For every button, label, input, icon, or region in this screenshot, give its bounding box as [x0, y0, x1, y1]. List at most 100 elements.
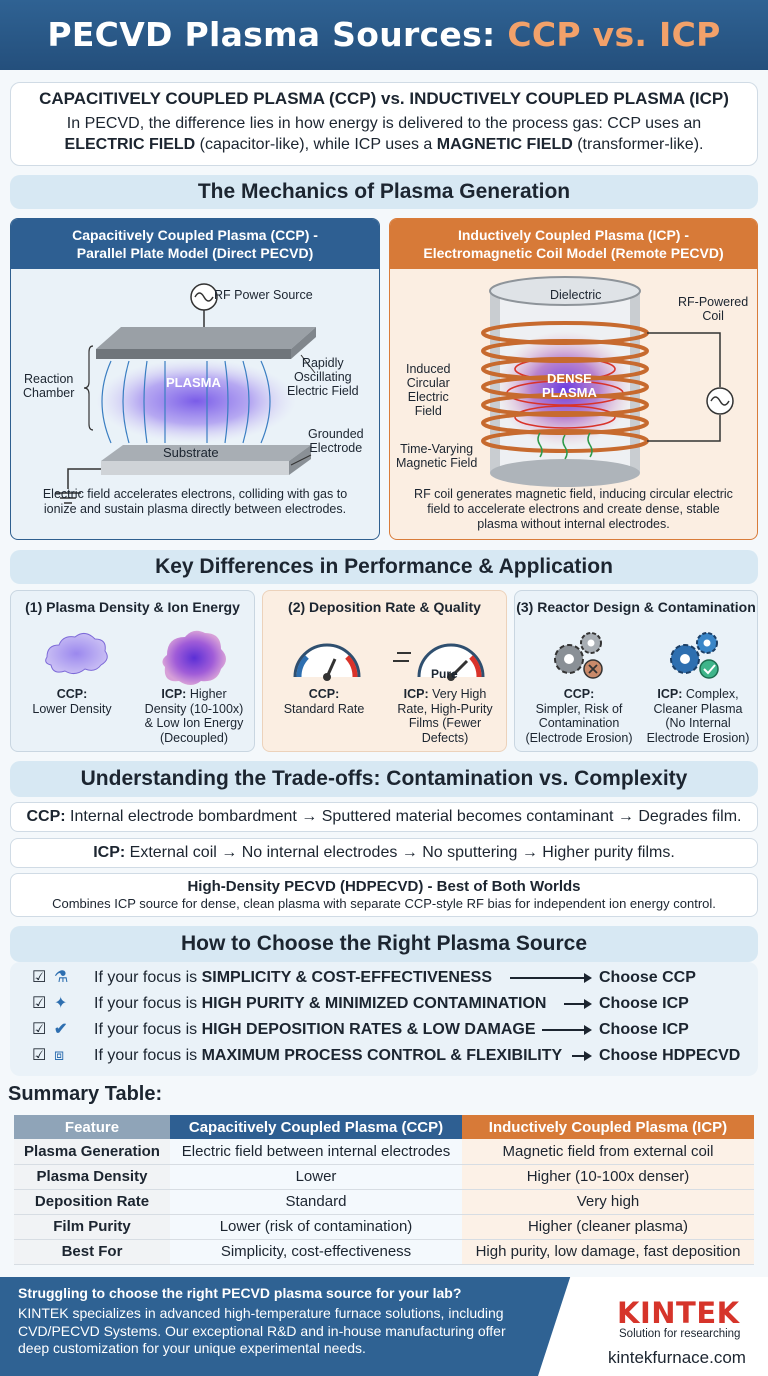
icp-desc-l2: field to accelerate electrons and create…: [427, 502, 720, 516]
coil-l1: RF-Powered: [678, 295, 749, 309]
magnetic-l1: Time-Varying: [400, 442, 474, 456]
footer-question: Struggling to choose the right PECVD pla…: [18, 1285, 462, 1301]
checkbox-icon: ☑: [32, 1021, 47, 1038]
choose-row: ☑ ⧈ If your focus is MAXIMUM PROCESS CON…: [32, 1044, 752, 1068]
table-cell: Magnetic field from external coil: [462, 1139, 754, 1165]
rate-icp-t2: Rate, High-Purity: [397, 701, 493, 716]
density-icp-t1: Higher: [186, 687, 227, 701]
design-ccp-t3: (Electrode Erosion): [525, 730, 633, 745]
design-card: (3) Reactor Design & Contamination CCP:S…: [514, 590, 758, 752]
control-frame-icon: ⧈: [54, 1047, 65, 1064]
intro-end: (transformer-like).: [572, 136, 704, 153]
low-density-cloud-icon: [45, 633, 108, 675]
arrow-icon: [564, 999, 592, 1009]
density-icp-bold: ICP:: [161, 687, 187, 701]
choose-prefix: If your focus is: [94, 1021, 202, 1038]
title-main: PECVD Plasma Sources:: [47, 15, 496, 54]
choose-focus: HIGH PURITY & MINIMIZED CONTAMINATION: [201, 995, 547, 1012]
choose-text: If your focus is SIMPLICITY & COST-EFFEC…: [94, 966, 492, 990]
density-clouds: [45, 630, 226, 685]
icp-desc-l1: RF coil generates magnetic field, induci…: [414, 487, 733, 501]
table-cell: Simplicity, cost-effectiveness: [170, 1239, 462, 1265]
electric-field-lines: [101, 360, 271, 444]
design-icp-t4: Electrode Erosion): [646, 730, 750, 745]
ccp-desc-l2: ionize and sustain plasma directly betwe…: [43, 502, 347, 516]
footer-logo-area: [538, 1277, 768, 1376]
summary-table: Feature Capacitively Coupled Plasma (CCP…: [14, 1115, 754, 1265]
induced-l4: Field: [414, 404, 442, 418]
rate-gauges: [293, 643, 485, 681]
rf-coil: [481, 321, 649, 453]
tradeoff-icp-text: External coil → No internal electrodes →…: [125, 844, 675, 861]
ccp-diagram: [67, 283, 316, 489]
icp-title-l1: Inductively Coupled Plasma (ICP) -: [457, 227, 690, 243]
header-icp: Inductively Coupled Plasma (ICP): [462, 1115, 754, 1139]
choose-focus: MAXIMUM PROCESS CONTROL & FLEXIBILITY: [201, 1047, 563, 1064]
field-l2: Oscillating: [293, 370, 352, 384]
title-bar: PECVD Plasma Sources: CCP vs. ICP: [0, 0, 768, 70]
intro-panel: CAPACITIVELY COUPLED PLASMA (CCP) vs. IN…: [10, 82, 758, 166]
tradeoff-icp-bold: ICP:: [93, 844, 126, 861]
density-title: (1) Plasma Density & Ion Energy: [25, 599, 240, 615]
tradeoffs-heading: Understanding the Trade-offs: Contaminat…: [10, 761, 758, 797]
checkbox-icon: ☑: [32, 995, 47, 1012]
dielectric-label: Dielectric: [550, 288, 602, 302]
icp-title-l2: Electromagnetic Coil Model (Remote PECVD…: [423, 245, 724, 261]
reaction-l2: Chamber: [23, 386, 75, 400]
title-accent: CCP vs. ICP: [507, 15, 721, 54]
choose-focus: HIGH DEPOSITION RATES & LOW DAMAGE: [201, 1021, 536, 1038]
choose-text: If your focus is MAXIMUM PROCESS CONTROL…: [94, 1044, 562, 1068]
choose-row: ☑ ⚗ If your focus is SIMPLICITY & COST-E…: [32, 966, 752, 990]
table-cell: Plasma Generation: [14, 1139, 170, 1165]
choose-prefix: If your focus is: [94, 1047, 202, 1064]
website-link[interactable]: kintekfurnace.com: [608, 1348, 746, 1367]
choose-row: ☑ ✔ If your focus is HIGH DEPOSITION RAT…: [32, 1018, 752, 1042]
design-ccp-t2: Contamination: [538, 716, 620, 730]
choose-result: Choose ICP: [599, 1021, 689, 1038]
table-cell: Higher (cleaner plasma): [462, 1214, 754, 1240]
table-cell: Electric field between internal electrod…: [170, 1139, 462, 1165]
icp-description: RF coil generates magnetic field, induci…: [398, 487, 749, 532]
table-cell: Higher (10-100x denser): [462, 1164, 754, 1190]
ccp-mechanics-box: Capacitively Coupled Plasma (CCP) -Paral…: [10, 218, 380, 540]
rate-icp-t4: Defects): [421, 730, 469, 745]
substrate-label: Substrate: [163, 445, 219, 460]
ccp-mechanics-title: Capacitively Coupled Plasma (CCP) -Paral…: [11, 219, 379, 269]
checkbox-icon: ☑: [32, 1047, 47, 1064]
table-cell: Lower (risk of contamination): [170, 1214, 462, 1240]
induced-l2: Circular: [406, 376, 450, 390]
table-cell: Best For: [14, 1239, 170, 1265]
rate-ccp-text: Standard Rate: [283, 701, 365, 716]
ground-icon: [55, 492, 81, 504]
standard-gauge-icon: [293, 643, 361, 681]
choose-result: Choose HDPECVD: [599, 1047, 741, 1064]
intro-heading: CAPACITIVELY COUPLED PLASMA (CCP) vs. IN…: [39, 89, 729, 108]
flask-icon: ⚗: [54, 969, 69, 986]
chamber-brace: [83, 345, 94, 431]
icp-desc-l3: plasma without internal electrodes.: [477, 517, 670, 531]
choose-focus: SIMPLICITY & COST-EFFECTIVENESS: [201, 969, 492, 986]
high-rate-gauge-icon: [393, 643, 485, 681]
electrode-l1: Grounded: [308, 427, 364, 441]
choose-result: Choose CCP: [599, 969, 696, 986]
density-ccp-bold: CCP:: [56, 687, 88, 701]
choose-panel: ☑ ⚗ If your focus is SIMPLICITY & COST-E…: [10, 962, 758, 1076]
checkmark-icon: ✔: [54, 1021, 68, 1038]
pure-label: Pure: [431, 667, 458, 681]
top-electrode: [96, 327, 316, 349]
ccp-description: Electric field accelerates electrons, co…: [19, 487, 371, 517]
differences-heading: Key Differences in Performance & Applica…: [10, 550, 758, 584]
summary-title: Summary Table:: [8, 1083, 163, 1105]
hdpecvd-desc: Combines ICP source for dense, clean pla…: [52, 896, 716, 911]
choose-text: If your focus is HIGH DEPOSITION RATES &…: [94, 1018, 536, 1042]
intro-bold1: ELECTRIC FIELD: [64, 136, 196, 153]
sparkle-icon: ✦: [54, 995, 68, 1012]
rate-title: (2) Deposition Rate & Quality: [288, 599, 481, 615]
